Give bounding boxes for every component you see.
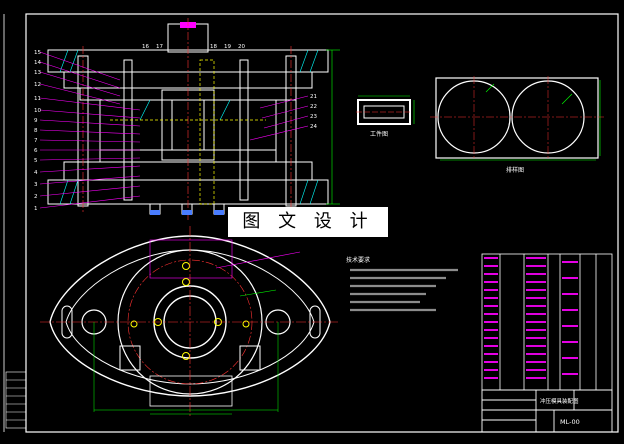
part-number: 9 <box>34 118 38 124</box>
part-number: 22 <box>310 104 317 110</box>
part-number: 15 <box>34 50 41 56</box>
drawing-frame <box>25 13 619 433</box>
part-number: 2 <box>34 194 38 200</box>
part-number: 18 <box>210 44 217 50</box>
leader-lines-left <box>39 51 141 209</box>
workpiece-label: 工件图 <box>370 130 388 138</box>
tech-requirements-lines <box>350 268 458 312</box>
part-number: 21 <box>310 94 317 100</box>
part-numbers-top: 16 17 18 19 20 <box>142 44 245 50</box>
parts-list-text-marks <box>484 257 578 379</box>
workpiece-drawing <box>356 95 415 125</box>
section-center-lines <box>82 18 292 220</box>
title-block <box>481 389 613 433</box>
part-number: 6 <box>34 148 38 154</box>
part-number: 12 <box>34 82 41 88</box>
part-number: 3 <box>34 182 38 188</box>
part-number: 16 <box>142 44 149 50</box>
tech-requirements-title: 技术要求 <box>346 256 370 264</box>
part-number: 8 <box>34 128 38 134</box>
part-number: 13 <box>34 70 41 76</box>
layout-label: 排样图 <box>506 166 524 174</box>
part-numbers-right: 21 22 23 24 <box>310 94 317 130</box>
part-number: 20 <box>238 44 245 50</box>
part-number: 4 <box>34 170 38 176</box>
leader-lines-right <box>249 95 309 141</box>
part-number: 19 <box>224 44 231 50</box>
part-number: 11 <box>34 96 41 102</box>
watermark-banner: 图 文 设 计 <box>228 207 388 237</box>
section-dimensions <box>326 49 340 205</box>
plan-view <box>40 226 340 416</box>
part-number: 1 <box>34 206 38 212</box>
revision-table <box>5 371 27 429</box>
part-numbers-left: 15 14 13 12 11 10 9 8 7 6 5 4 3 2 1 <box>34 50 41 212</box>
part-number: 7 <box>34 138 38 144</box>
part-number: 5 <box>34 158 38 164</box>
parts-list <box>481 253 613 391</box>
drawing-number: ML-00 <box>560 418 580 426</box>
part-number: 10 <box>34 108 41 114</box>
part-number: 23 <box>310 114 317 120</box>
part-number: 24 <box>310 124 317 130</box>
fasteners <box>150 210 224 215</box>
part-number: 17 <box>156 44 163 50</box>
part-number: 14 <box>34 60 41 66</box>
section-hatching <box>59 49 319 205</box>
title-block-name: 冲压模具装配图 <box>540 397 579 405</box>
strip-layout <box>430 76 604 161</box>
